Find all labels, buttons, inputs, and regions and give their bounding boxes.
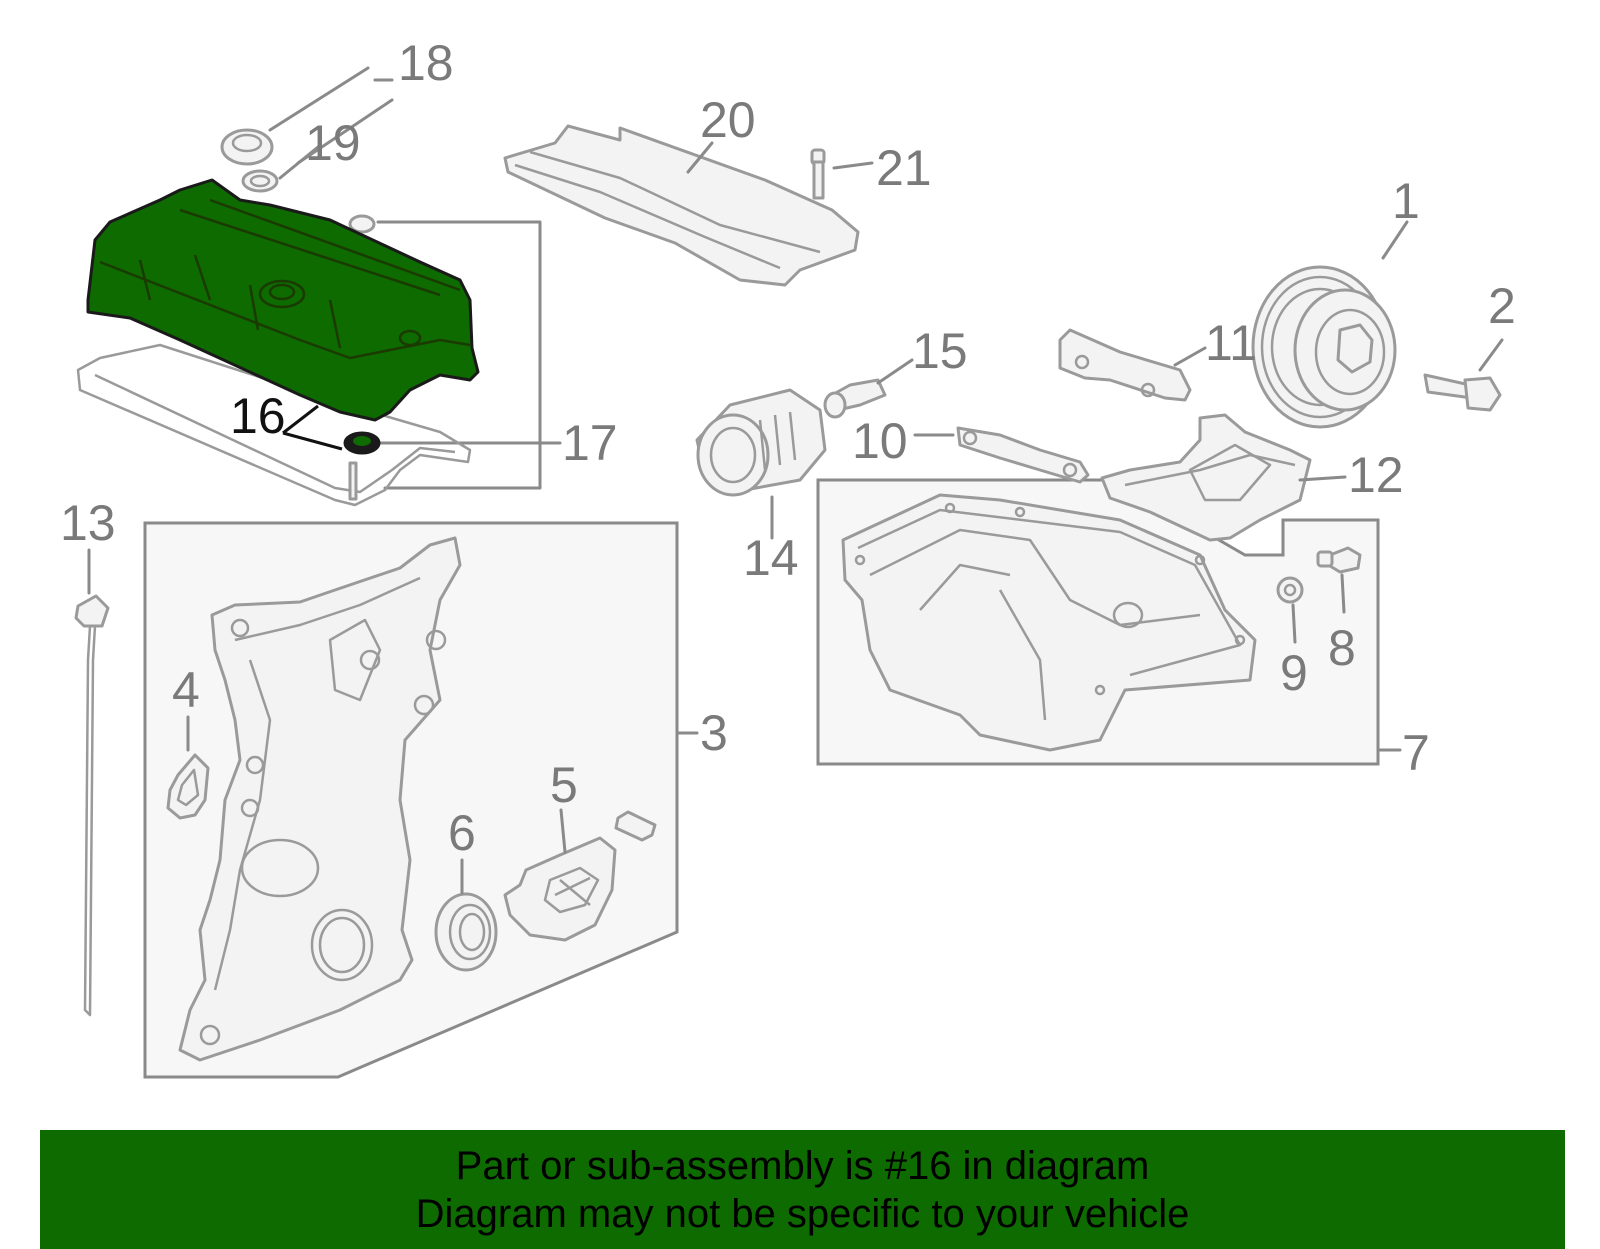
info-banner: Part or sub-assembly is #16 in diagram D… (40, 1130, 1565, 1249)
bolt-21-part[interactable] (810, 148, 826, 200)
callout-19: 19 (305, 115, 361, 171)
callout-17-bracket (373, 220, 562, 490)
valve-cover-highlighted-part[interactable] (86, 178, 480, 422)
callout-10: 10 (852, 413, 908, 469)
timing-chain-cover-part[interactable] (178, 536, 462, 1062)
washer-9-part[interactable] (1276, 576, 1304, 604)
callout-21-leader (832, 161, 874, 170)
callout-1: 1 (1392, 173, 1420, 229)
callout-20-leader (686, 141, 714, 174)
callout-15: 15 (912, 323, 968, 379)
stud-part[interactable] (348, 461, 358, 501)
callout-13: 13 (60, 495, 116, 551)
callout-2: 2 (1488, 278, 1516, 334)
callout-20: 20 (700, 92, 756, 148)
seal-16-part[interactable] (343, 431, 381, 455)
engine-cover-plate-part[interactable] (503, 124, 860, 287)
callout-21: 21 (876, 140, 932, 196)
banner-line-disclaimer: Diagram may not be specific to your vehi… (415, 1192, 1190, 1236)
callout-3: 3 (700, 705, 728, 761)
callout-15-leader (876, 358, 914, 385)
grommet-17-part[interactable] (348, 214, 376, 234)
oil-filter-part[interactable] (695, 388, 827, 497)
callout-16-leader (282, 404, 343, 451)
baffle-plate-12-part[interactable] (1100, 413, 1312, 542)
fitting-15-part[interactable] (823, 378, 887, 419)
valve-cover-gasket-inner (94, 373, 456, 494)
callout-17: 17 (562, 415, 618, 471)
callout-5-leader (559, 808, 567, 854)
dipstick-part[interactable] (74, 594, 110, 1017)
bracket-11-part[interactable] (1058, 328, 1192, 402)
oil-filler-cap-part[interactable] (220, 128, 274, 166)
callout-6: 6 (448, 805, 476, 861)
callout-12-leader (1298, 475, 1347, 482)
crank-pulley-part[interactable] (1251, 265, 1397, 429)
callout-18-leader (268, 66, 394, 165)
gasket-4-part[interactable] (166, 753, 210, 820)
callout-11-leader (1173, 346, 1207, 367)
valve-cover-gasket-part[interactable] (76, 343, 472, 507)
oil-seal-6-part[interactable] (434, 892, 498, 972)
callout-5: 5 (550, 757, 578, 813)
callout-9-leader (1291, 603, 1297, 644)
callout-12: 12 (1348, 447, 1404, 503)
callout-11: 11 (1205, 315, 1257, 371)
callout-4: 4 (172, 662, 200, 718)
bolt-5-part[interactable] (614, 810, 657, 842)
callout-16: 16 (230, 388, 286, 444)
callout-8-leader (1340, 573, 1346, 614)
banner-line-part-number: Part or sub-assembly is #16 in diagram (455, 1144, 1150, 1188)
cap-seal-part[interactable] (241, 169, 279, 193)
oil-pan-part[interactable] (841, 493, 1257, 752)
pulley-bolt-part[interactable] (1423, 373, 1502, 412)
callout-8: 8 (1328, 620, 1356, 676)
gasket-10-part[interactable] (956, 426, 1090, 484)
callout-1-leader (1381, 220, 1409, 260)
callout-2-leader (1478, 338, 1504, 372)
callout-14: 14 (743, 530, 799, 586)
callout-7: 7 (1402, 725, 1430, 781)
callout-9: 9 (1280, 645, 1308, 701)
callout-18: 18 (398, 35, 454, 91)
drain-plug-part[interactable] (1316, 546, 1362, 574)
callout-19-leader (278, 145, 320, 180)
cover-plate-5-part[interactable] (503, 836, 617, 942)
